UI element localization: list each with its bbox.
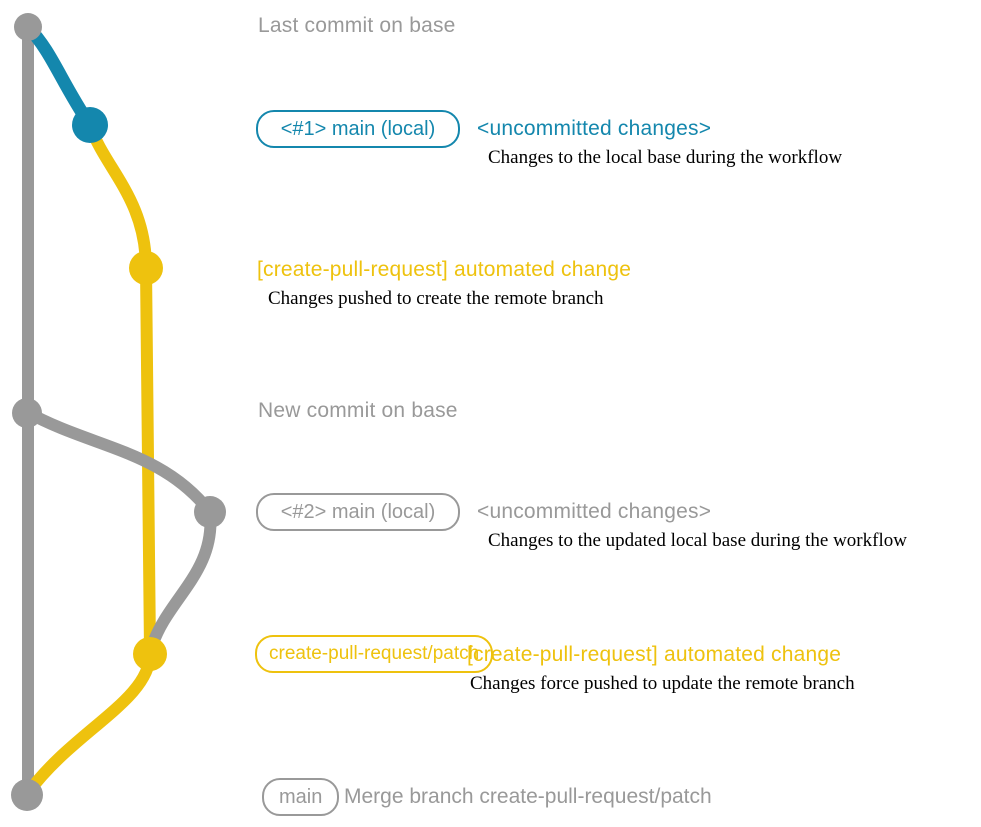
rebase-branch-curve-1 xyxy=(21,406,216,518)
commit-node-local-2 xyxy=(194,496,226,528)
commit-node-merge xyxy=(11,779,43,811)
branch-badge-create-pull-request-patch: create-pull-request/patch xyxy=(255,635,494,673)
commit-node-remote-1 xyxy=(129,251,163,285)
caption-last-commit-on-base: Last commit on base xyxy=(258,14,456,37)
commit-message-merge: Merge branch create-pull-request/patch xyxy=(344,785,712,808)
branch-badge-main-local-2: <#2> main (local) xyxy=(256,493,460,531)
commit-description-3: Changes to the updated local base during… xyxy=(488,530,907,551)
merge-branch-curve xyxy=(22,648,156,799)
caption-new-commit-on-base: New commit on base xyxy=(258,399,458,422)
row-commit-remote-1: [create-pull-request] automated change C… xyxy=(257,257,631,311)
commit-description-2: Changes pushed to create the remote bran… xyxy=(268,288,604,309)
branch-badge-main-local-1: <#1> main (local) xyxy=(256,110,460,148)
commit-message-automated-1: [create-pull-request] automated change xyxy=(257,258,632,281)
commit-node-last-base xyxy=(14,13,42,41)
commit-message-uncommitted-1: <uncommitted changes> xyxy=(477,117,712,140)
row-commit-local-2: <#2> main (local) <uncommitted changes> … xyxy=(256,493,907,551)
commit-node-patch xyxy=(133,637,167,671)
rebase-branch-curve-2 xyxy=(146,506,217,652)
row-commit-patch: create-pull-request/patch [create-pull-r… xyxy=(255,635,855,694)
commit-node-local-1 xyxy=(72,107,108,143)
commit-description-4: Changes force pushed to update the remot… xyxy=(470,673,855,694)
row-merge-commit: main Merge branch create-pull-request/pa… xyxy=(262,778,712,816)
commit-node-new-base xyxy=(12,398,42,428)
row-commit-local-1: <#1> main (local) <uncommitted changes> … xyxy=(256,110,842,168)
commit-message-uncommitted-2: <uncommitted changes> xyxy=(477,500,712,523)
commit-description-1: Changes to the local base during the wor… xyxy=(488,147,843,168)
branch-badge-main: main xyxy=(262,778,340,816)
remote-branch-curve xyxy=(84,119,152,274)
commit-message-automated-2: [create-pull-request] automated change xyxy=(467,643,842,666)
git-graph xyxy=(11,13,226,811)
